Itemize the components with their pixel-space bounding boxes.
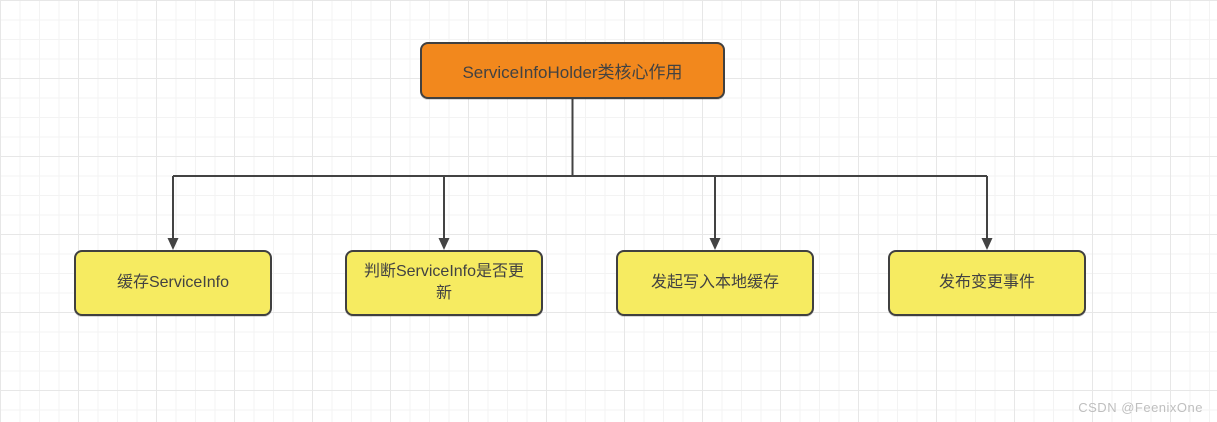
root-node-label: ServiceInfoHolder类核心作用 [462, 63, 683, 82]
arrowhead-icon [981, 238, 993, 250]
child-node-check-update: 判断ServiceInfo是否更新 [345, 250, 543, 316]
child-node-label: 发布变更事件 [938, 274, 1035, 292]
child-node-write-local-cache: 发起写入本地缓存 [616, 250, 814, 316]
arrowhead-icon [167, 238, 179, 250]
child-node-label: 判断ServiceInfo是否更新 [363, 263, 525, 302]
child-node-publish-change-event: 发布变更事件 [888, 250, 1086, 316]
child-node-label: 发起写入本地缓存 [650, 274, 779, 292]
csdn-watermark: CSDN @FeenixOne [1078, 400, 1203, 415]
arrowhead-icon [709, 238, 721, 250]
child-node-cache-serviceinfo: 缓存ServiceInfo [74, 250, 272, 316]
child-node-label: 缓存ServiceInfo [116, 274, 230, 292]
arrowhead-icon [438, 238, 450, 250]
root-node-serviceinfoholder: ServiceInfoHolder类核心作用 [420, 42, 725, 99]
